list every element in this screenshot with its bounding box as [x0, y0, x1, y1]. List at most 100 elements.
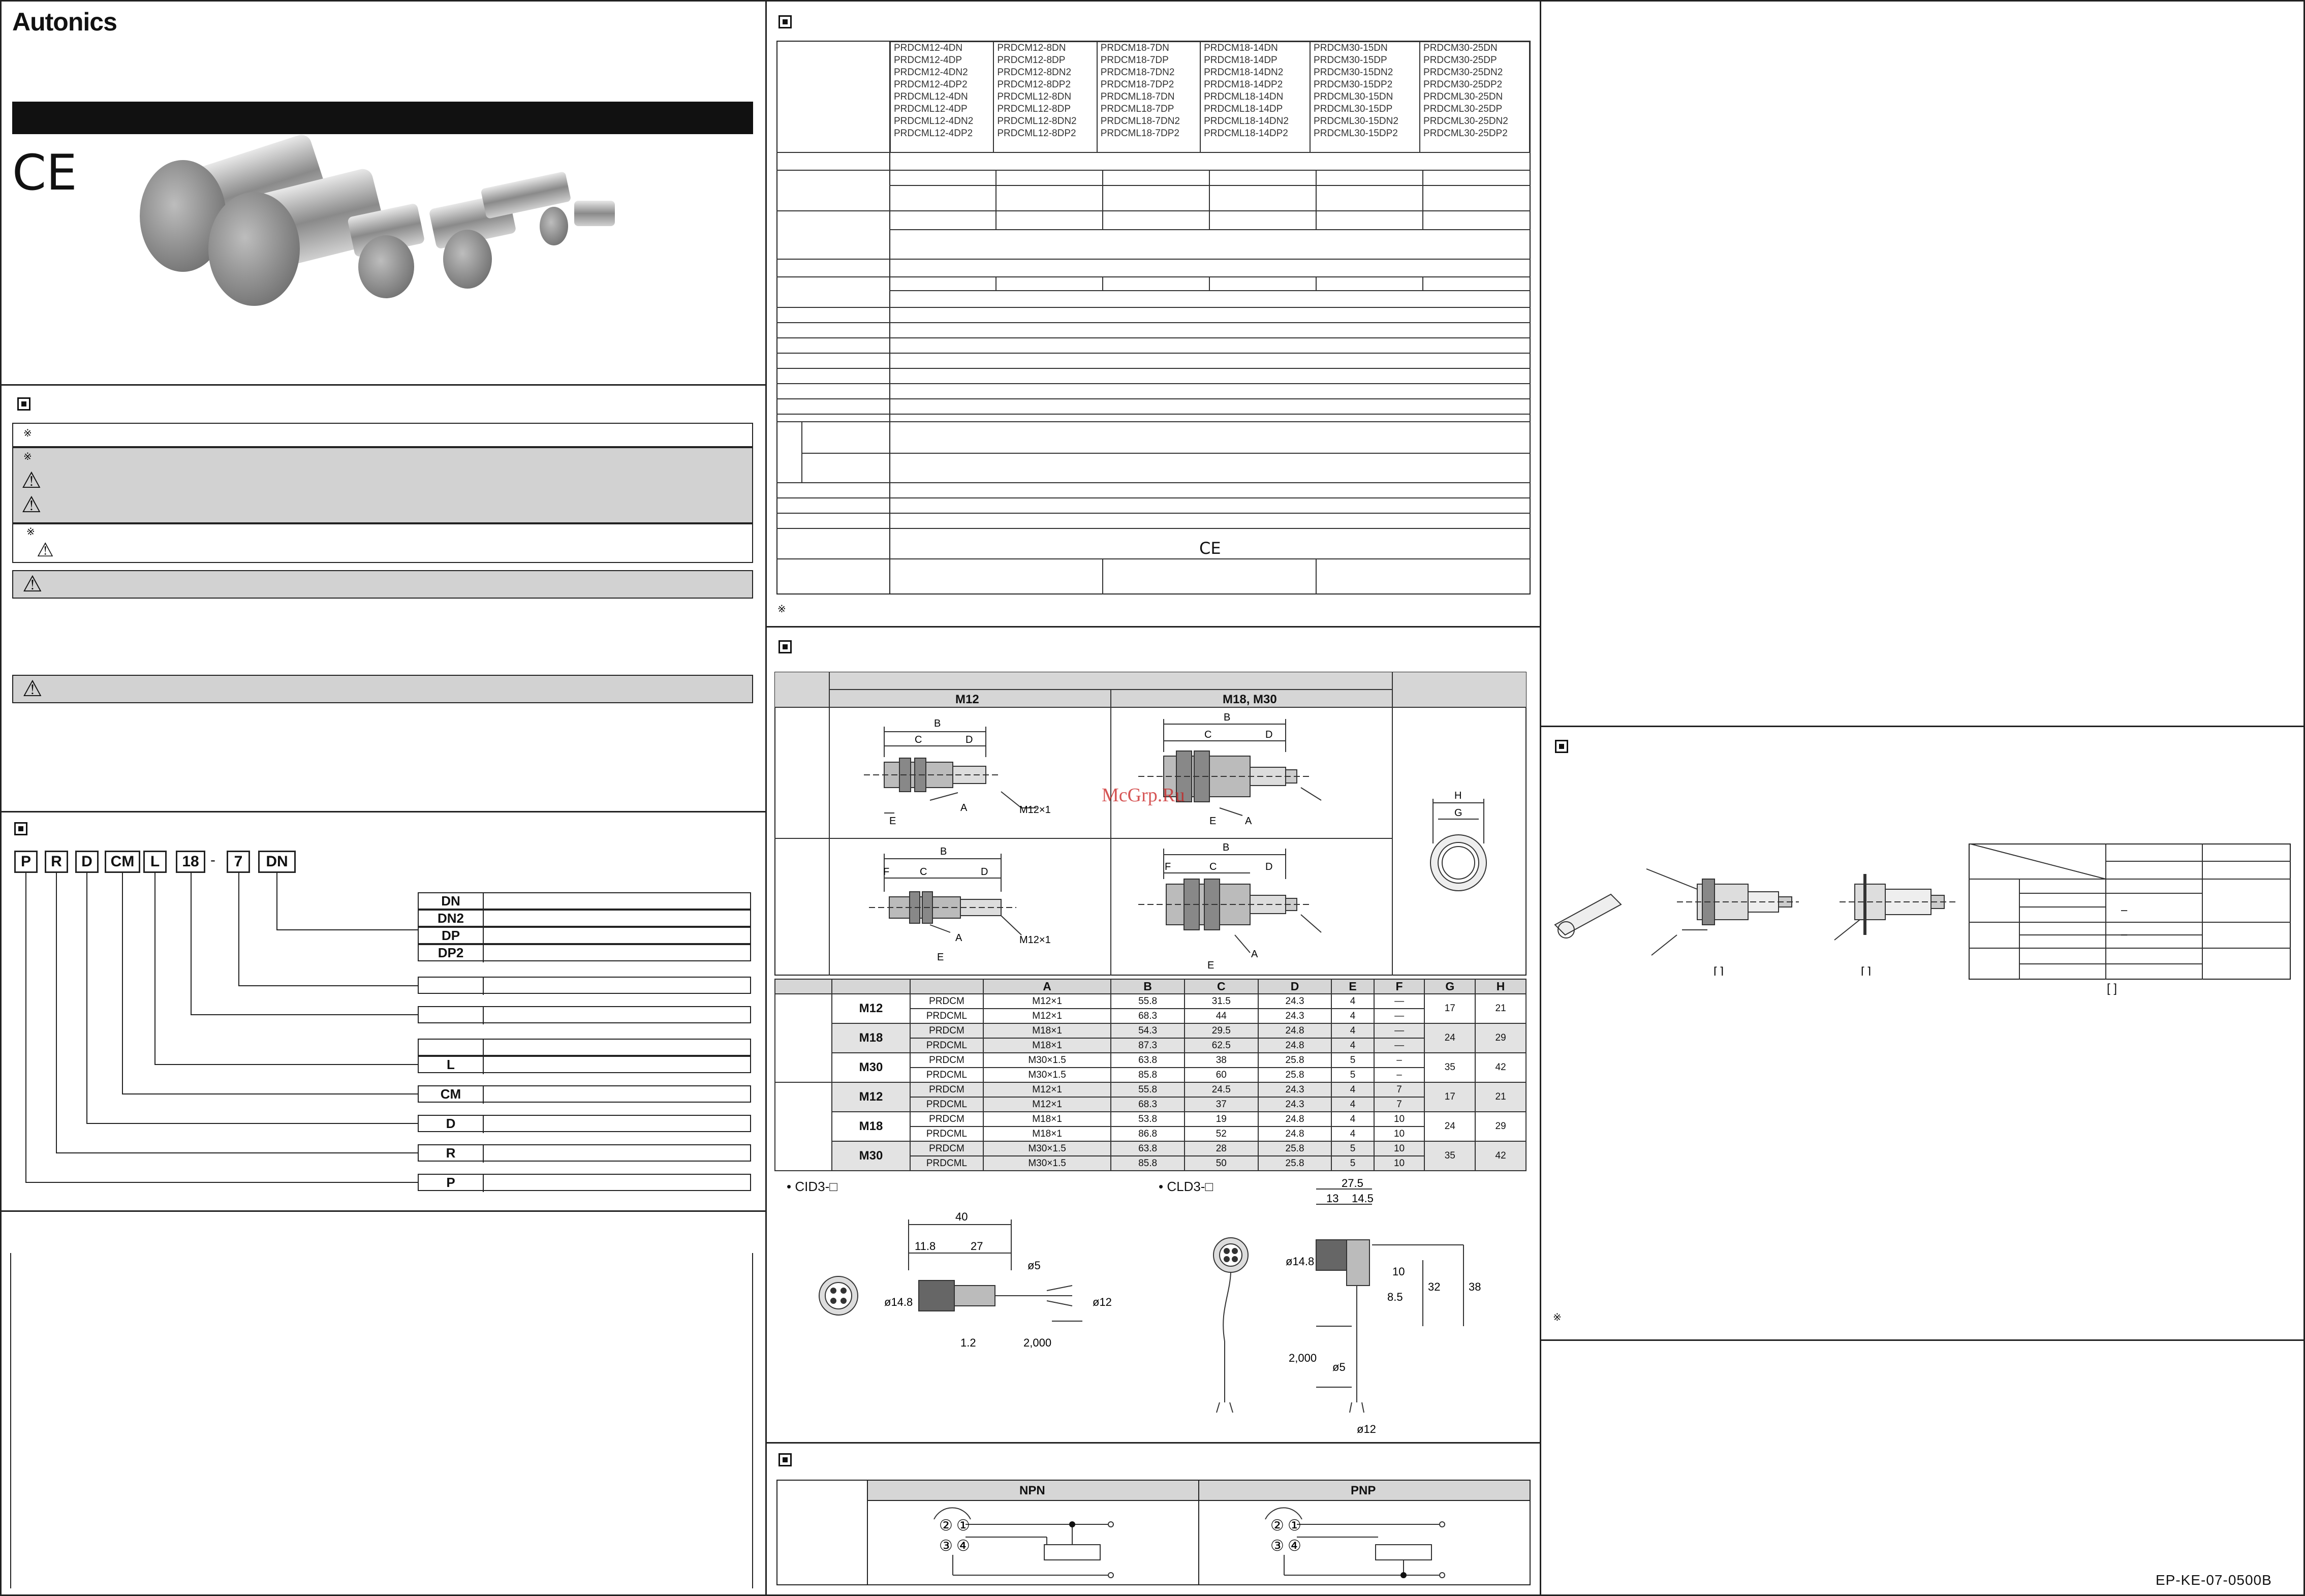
- product-photo: [140, 135, 615, 306]
- cell: 60: [1183, 1067, 1259, 1083]
- cid3-dim: ø5: [1027, 1259, 1041, 1272]
- model-name: PRDCM12-4DP2: [894, 79, 968, 90]
- cell: 52: [1183, 1126, 1259, 1142]
- cell: 68.3: [1110, 1097, 1185, 1112]
- col-header-d: D: [1257, 979, 1332, 994]
- cell: 10: [1373, 1141, 1425, 1156]
- model-name: PRDCM12-4DN2: [894, 67, 968, 78]
- col-header-g: G: [1424, 979, 1476, 994]
- cell: M30×1.5: [982, 1141, 1112, 1156]
- ordering-leader-lines: [25, 873, 418, 1183]
- wiring-table: [776, 1480, 1531, 1585]
- wiring-header-line: [867, 1500, 1531, 1501]
- model-name: PRDCM30-15DN2: [1314, 67, 1393, 78]
- cell: M18×1: [982, 1126, 1112, 1142]
- code-part: R: [45, 851, 68, 873]
- document-code: EP-KE-07-0500B: [2156, 1572, 2272, 1588]
- dim-label-a: A: [960, 802, 968, 813]
- cld3-connector-drawing: 27.5 13 14.5 ø14.8 10 8.5 32 38 2,000 ø5…: [1213, 1179, 1481, 1435]
- legend-row-output: DN2: [418, 910, 751, 928]
- spec-grid-lines: [776, 152, 1531, 594]
- model-name: PRDCM18-7DN: [1100, 43, 1169, 53]
- model-name: PRDCM30-25DP2: [1423, 79, 1503, 90]
- model-name: PRDCML12-4DP: [894, 104, 968, 114]
- col-header-c: C: [1183, 979, 1259, 994]
- col-header-b: B: [1110, 979, 1185, 994]
- dim-label-thread: M12×1: [1019, 804, 1051, 816]
- cell: 24.3: [1257, 1008, 1332, 1024]
- legend-row-output: DN: [418, 892, 751, 911]
- model-name: PRDCM30-15DP: [1314, 55, 1387, 66]
- m12-standard-drawing: B C D A E M12×1: [864, 718, 1051, 827]
- cell: 44: [1183, 1008, 1259, 1024]
- model-name: PRDCML12-8DN: [997, 91, 1072, 102]
- code-part: L: [143, 851, 167, 873]
- cld3-dim: 14.5: [1352, 1192, 1374, 1205]
- model-name: PRDCML30-25DN2: [1423, 116, 1508, 127]
- cell: 28: [1183, 1141, 1259, 1156]
- cell: 19: [1183, 1111, 1259, 1127]
- cell: 63.8: [1110, 1052, 1185, 1068]
- divider-col1-b: [0, 811, 765, 812]
- right-rule: [752, 1253, 753, 1588]
- cell: M18×1: [982, 1038, 1112, 1053]
- model-name: PRDCML30-15DN2: [1314, 116, 1398, 127]
- divider-col3-b: [1540, 1339, 2305, 1341]
- code-part: 18: [176, 851, 205, 873]
- code-separator: -: [210, 852, 215, 868]
- cell: 25.8: [1257, 1067, 1332, 1083]
- dim-label-thread: M12×1: [1019, 934, 1051, 946]
- section-marker-caution: [17, 397, 30, 411]
- pin-1: ①: [1288, 1517, 1301, 1535]
- warning-box: ⚠: [12, 570, 753, 599]
- cell: 4: [1331, 1038, 1375, 1053]
- legend-code: DP2: [419, 945, 484, 962]
- cid3-dim: ø12: [1093, 1296, 1112, 1308]
- cell: 24.8: [1257, 1111, 1332, 1127]
- cid3-dim: 40: [955, 1210, 968, 1223]
- drawing-grid-lines: [774, 672, 1527, 976]
- col-header-e: E: [1331, 979, 1375, 994]
- legend-row-r: R: [418, 1144, 751, 1163]
- cell: 50: [1183, 1155, 1259, 1171]
- cell: 42: [1475, 1141, 1527, 1171]
- cell: 5: [1331, 1155, 1375, 1171]
- cell: —: [1373, 1023, 1425, 1039]
- note-mark: ※: [23, 451, 32, 462]
- model-name: PRDCML18-7DP2: [1100, 128, 1179, 139]
- cell: 24.8: [1257, 1023, 1332, 1039]
- model-cell: PRDCML: [910, 1038, 984, 1053]
- cell: 5: [1331, 1052, 1375, 1068]
- cid3-connector-drawing: 40 11.8 27 ø14.8 ø5 ø12 1.2 2,000: [819, 1210, 1112, 1349]
- cell: M30×1.5: [982, 1052, 1112, 1068]
- spec-table: [776, 41, 1531, 594]
- cell: 5: [1331, 1141, 1375, 1156]
- size-cell: M18: [831, 1111, 911, 1142]
- model-cell: PRDCM: [910, 1023, 984, 1039]
- col-header-f: F: [1373, 979, 1425, 994]
- pin-4: ④: [1288, 1537, 1301, 1555]
- cell: M12×1: [982, 993, 1112, 1009]
- model-name: PRDCML18-7DN2: [1100, 116, 1180, 127]
- note-mark: ※: [23, 428, 32, 439]
- model-cell: PRDCML: [910, 1008, 984, 1024]
- cid3-title: • CID3-□: [787, 1179, 837, 1194]
- npn-wiring-diagram: ② ① ③ ④: [933, 1507, 1114, 1578]
- cell: 24.3: [1257, 1082, 1332, 1098]
- cell: 62.5: [1183, 1038, 1259, 1053]
- model-cell: PRDCM: [910, 1141, 984, 1156]
- cell: 17: [1424, 1082, 1476, 1112]
- wiring-header-pnp: PNP: [1351, 1484, 1376, 1497]
- table-row: M12 PRDCM M12×1 55.8 31.5 24.3 4 — 17 21: [774, 993, 1527, 1083]
- model-name: PRDCML18-14DP: [1204, 104, 1283, 114]
- divider-col3-a: [1540, 726, 2305, 727]
- legend-row-output: DP: [418, 927, 751, 945]
- legend-code: [419, 978, 484, 995]
- cell: 24.8: [1257, 1126, 1332, 1142]
- cell: 10: [1373, 1126, 1425, 1142]
- dim-label-d: D: [1265, 729, 1272, 740]
- cld3-title: • CLD3-□: [1159, 1179, 1213, 1194]
- dim-label-a: A: [955, 932, 962, 944]
- cell: 53.8: [1110, 1111, 1185, 1127]
